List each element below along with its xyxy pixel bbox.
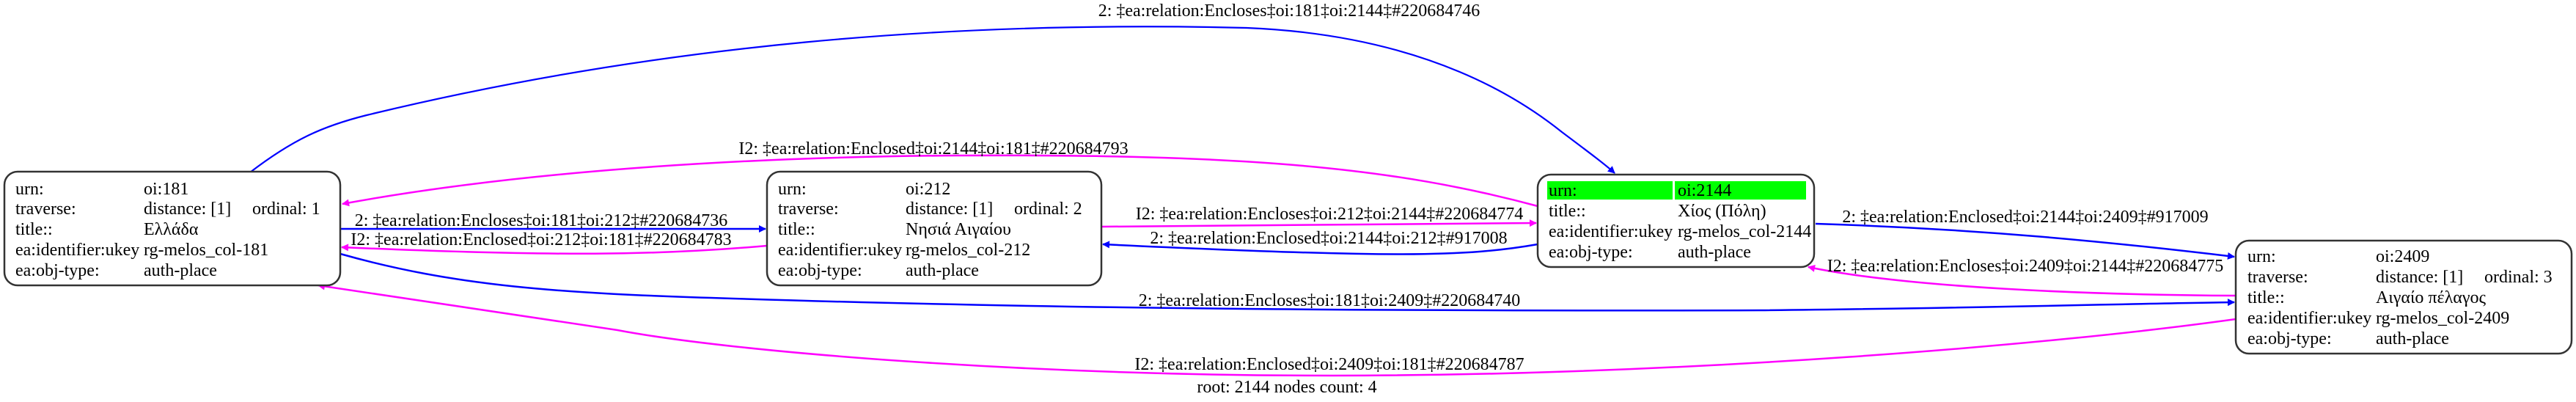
edges: 2: ‡ea:relation:Encloses‡oi:181‡oi:2144‡… — [249, 1, 2236, 377]
field-label: title:: — [1549, 202, 1586, 221]
edge-181-to-2409[interactable] — [340, 252, 2235, 312]
distance-value: distance: [1] — [906, 200, 993, 219]
node-oi-2144-root[interactable]: urn: oi:2144 title:: Χίος (Πόλη) ea:iden… — [1536, 173, 1816, 268]
edge-label: 2: ‡ea:relation:Enclosed‡oi:2144‡oi:2409… — [1842, 208, 2208, 227]
field-label: title:: — [2247, 288, 2285, 307]
edge-212-to-2144[interactable] — [1101, 219, 1537, 228]
field-label: ea:obj-type: — [1549, 243, 1633, 262]
distance-value: distance: [1] — [2376, 268, 2463, 287]
field-label: urn: — [1549, 181, 1577, 200]
node-oi-2409[interactable]: urn: oi:2409 traverse: distance: [1] ord… — [2234, 239, 2573, 355]
field-label: ea:obj-type: — [778, 261, 862, 280]
field-label: ea:identifier:ukey — [15, 241, 139, 260]
field-label: urn: — [2247, 247, 2276, 266]
ukey-value: rg-melos_col-212 — [906, 241, 1030, 260]
field-label: urn: — [778, 180, 807, 199]
urn-value: oi:212 — [906, 180, 950, 199]
field-label: ea:identifier:ukey — [2247, 309, 2371, 328]
ordinal-value: ordinal: 2 — [1014, 200, 1082, 219]
type-value: auth-place — [144, 261, 217, 280]
ordinal-value: ordinal: 3 — [2484, 268, 2553, 287]
ukey-value: rg-melos_col-2144 — [1678, 222, 1811, 241]
node-oi-181[interactable]: urn: oi:181 traverse: distance: [1] ordi… — [3, 170, 342, 287]
edge-label: 2: ‡ea:relation:Enclosed‡oi:2144‡oi:212‡… — [1150, 229, 1507, 248]
edge-2409-to-181[interactable] — [318, 282, 2236, 377]
field-label: urn: — [15, 180, 44, 199]
ordinal-value: ordinal: 1 — [252, 200, 320, 219]
urn-value: oi:2144 — [1678, 181, 1731, 200]
edge-2144-to-212[interactable] — [1102, 241, 1538, 255]
edge-label: 2: ‡ea:relation:Encloses‡oi:181‡oi:2409‡… — [1139, 291, 1521, 310]
field-label: ea:identifier:ukey — [778, 241, 902, 260]
ukey-value: rg-melos_col-181 — [144, 241, 268, 260]
field-label: traverse: — [15, 200, 76, 219]
type-value: auth-place — [2376, 329, 2449, 348]
title-value: Ελλάδα — [144, 220, 199, 239]
urn-value: oi:2409 — [2376, 247, 2429, 266]
edge-label: I2: ‡ea:relation:Enclosed‡oi:212‡oi:181‡… — [351, 230, 731, 249]
edge-label: I2: ‡ea:relation:Encloses‡oi:212‡oi:2144… — [1136, 205, 1524, 224]
type-value: auth-place — [1678, 243, 1751, 262]
field-label: title:: — [778, 220, 815, 239]
graph-footer: root: 2144 nodes count: 4 — [1197, 378, 1376, 397]
edge-label: I2: ‡ea:relation:Encloses‡oi:2409‡oi:214… — [1827, 257, 2224, 276]
root-highlight-value-cell — [1675, 181, 1806, 200]
field-label: ea:identifier:ukey — [1549, 222, 1673, 241]
title-value: Χίος (Πόλη) — [1678, 202, 1766, 221]
node-oi-212[interactable]: urn: oi:212 traverse: distance: [1] ordi… — [766, 170, 1103, 287]
edge-212-to-181[interactable] — [341, 244, 768, 255]
edge-label: I2: ‡ea:relation:Enclosed‡oi:2144‡oi:181… — [738, 139, 1128, 158]
edge-label: 2: ‡ea:relation:Encloses‡oi:181‡oi:212‡#… — [355, 211, 728, 230]
distance-value: distance: [1] — [144, 200, 231, 219]
edge-label: 2: ‡ea:relation:Encloses‡oi:181‡oi:2144‡… — [1098, 1, 1480, 21]
urn-value: oi:181 — [144, 180, 188, 199]
edge-label: I2: ‡ea:relation:Enclosed‡oi:2409‡oi:181… — [1134, 355, 1524, 374]
edge-2144-to-181[interactable] — [342, 154, 1538, 208]
field-label: ea:obj-type: — [15, 261, 100, 280]
root-highlight-label-cell — [1547, 181, 1673, 200]
edge-181-to-2144[interactable] — [249, 26, 1615, 174]
edge-2409-to-2144[interactable] — [1808, 264, 2236, 297]
ukey-value: rg-melos_col-2409 — [2376, 309, 2509, 328]
field-label: title:: — [15, 220, 53, 239]
type-value: auth-place — [906, 261, 979, 280]
title-value: Αιγαίο πέλαγος — [2376, 288, 2486, 307]
field-label: traverse: — [778, 200, 839, 219]
field-label: traverse: — [2247, 268, 2308, 287]
edge-2144-to-2409[interactable] — [1815, 222, 2235, 260]
field-label: ea:obj-type: — [2247, 329, 2332, 348]
title-value: Νησιά Αιγαίου — [906, 220, 1011, 239]
